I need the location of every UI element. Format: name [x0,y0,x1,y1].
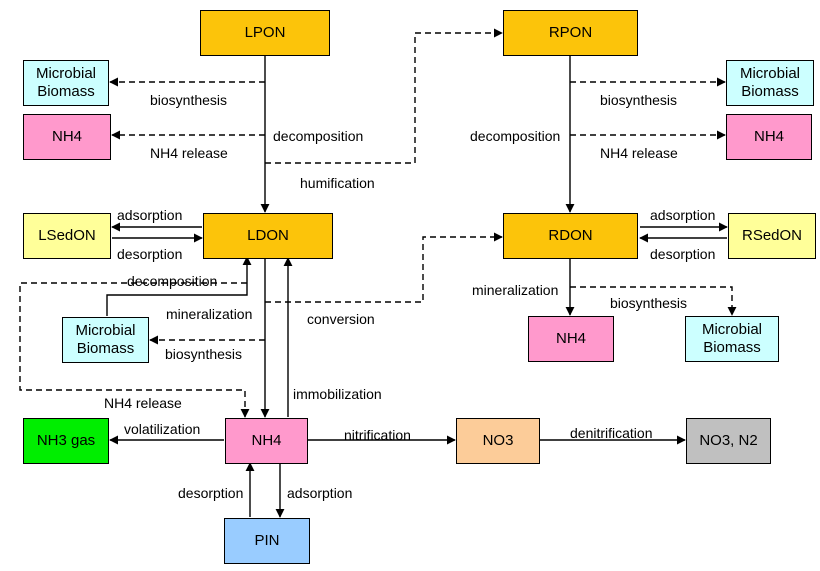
microbial-biomass-right-mid: Microbial Biomass [685,316,779,362]
label-adsorption-right: adsorption [650,207,716,223]
label-volatilization: volatilization [124,421,201,437]
label-desorption-pin: desorption [178,485,244,501]
microbial-biomass-left-top: Microbial Biomass [23,60,109,106]
label-adsorption-left: adsorption [117,207,183,223]
arrow-conversion [265,232,503,303]
microbial-biomass-left-mid: Microbial Biomass [62,317,149,363]
label-decomposition-left-mid: decomposition [127,273,218,289]
label-adsorption-pin: adsorption [287,485,353,501]
label-biosynthesis-right-mid: biosynthesis [610,295,688,311]
label-conversion: conversion [307,311,375,327]
label-nh4-release-left-mid: NH4 release [104,395,182,411]
no3-node: NO3 [456,418,540,464]
label-mineralization-right: mineralization [472,282,559,298]
ldon-node: LDON [203,213,333,259]
label-denitrification: denitrification [570,425,653,441]
label-nh4-release-left-top: NH4 release [150,145,228,161]
lsedon-node: LSedON [23,213,111,259]
arrow-nh4-release-loop [19,282,250,418]
label-immobilization: immobilization [293,386,382,402]
label-decomposition-right-top: decomposition [470,128,561,144]
label-mineralization-left: mineralization [166,306,253,322]
rpon-node: RPON [503,10,638,56]
rdon-node: RDON [503,213,638,259]
label-decomposition-left-top: decomposition [273,128,364,144]
arrow-biosynthesis-right-mid [570,286,737,316]
rsedon-node: RSedON [728,213,816,259]
nh4-left-top: NH4 [23,114,111,160]
label-desorption-right: desorption [650,246,716,262]
lpon-node: LPON [200,10,330,56]
label-biosynthesis-right-top: biosynthesis [600,92,678,108]
no3-n2-node: NO3, N2 [686,418,771,464]
arrow-decomposition-biomass [106,256,252,316]
label-humification: humification [300,175,375,191]
nh3-gas-node: NH3 gas [23,418,109,464]
label-nh4-release-right-top: NH4 release [600,145,678,161]
nh4-right-mid: NH4 [528,316,614,362]
pin-node: PIN [224,518,310,564]
label-nitrification: nitrification [344,427,411,443]
label-biosynthesis-left-mid: biosynthesis [165,346,243,362]
arrow-humification [265,28,503,164]
nh4-right-top: NH4 [726,114,812,160]
nh4-main-node: NH4 [225,418,308,464]
label-biosynthesis-left-top: biosynthesis [150,92,228,108]
label-desorption-left: desorption [117,246,183,262]
microbial-biomass-right-top: Microbial Biomass [726,60,814,106]
